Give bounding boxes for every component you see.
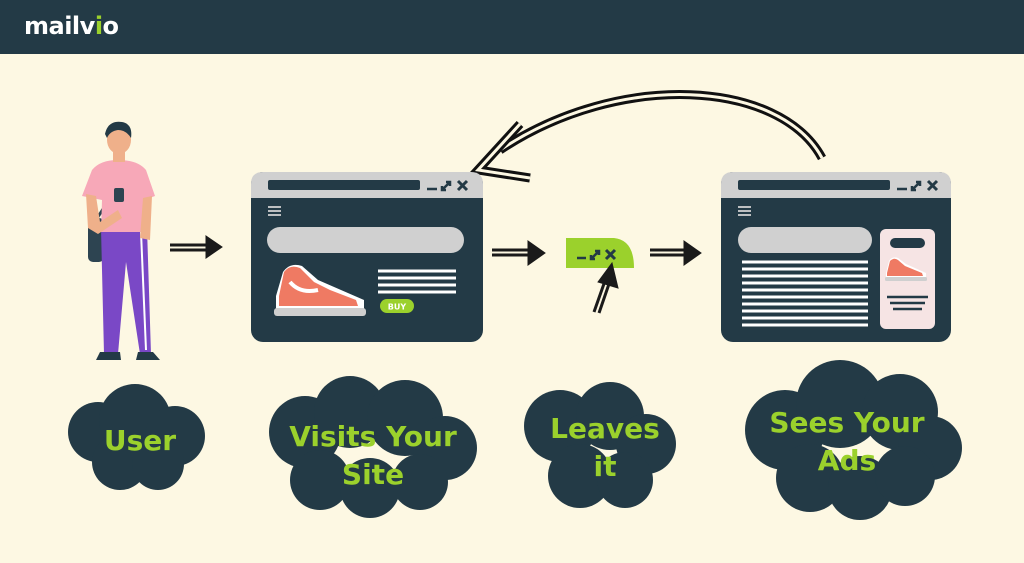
close-icon[interactable] <box>604 248 617 261</box>
buy-button-label: BUY <box>388 303 407 312</box>
curved-return-arrow-icon <box>469 90 826 183</box>
search-bar[interactable] <box>267 227 464 253</box>
shoe-icon <box>274 264 366 316</box>
cloud-visits-site <box>269 376 477 518</box>
cloud-leaves-it <box>524 382 676 508</box>
arrow-icon <box>492 240 546 266</box>
retargeting-ad-panel[interactable] <box>880 229 935 329</box>
hamburger-menu-icon[interactable] <box>268 206 281 216</box>
step-label-visits-site: Visits Your Site <box>289 420 457 491</box>
close-icon[interactable] <box>456 179 469 192</box>
person-icon <box>82 121 160 360</box>
header-bar: mailvio <box>0 0 1024 54</box>
maximize-icon[interactable] <box>910 180 922 192</box>
arrow-icon <box>170 235 223 259</box>
mailvio-logo[interactable]: mailvio <box>24 12 119 40</box>
leave-window-controls <box>566 238 634 268</box>
step-label-sees-ads: Sees Your Ads <box>769 406 925 477</box>
buy-button[interactable] <box>380 299 414 313</box>
cursor-icon <box>592 261 619 314</box>
arrow-icon <box>650 240 702 266</box>
step-label-user: User <box>103 424 177 457</box>
hamburger-menu-icon[interactable] <box>738 206 751 216</box>
shoe-icon <box>885 257 927 281</box>
cloud-user <box>68 384 205 490</box>
cloud-sees-ads <box>745 360 962 520</box>
step-label-leaves-it: Leaves it <box>550 412 660 483</box>
site-browser-window: BUY <box>251 172 483 342</box>
ads-browser-window <box>721 172 951 342</box>
maximize-icon[interactable] <box>440 180 452 192</box>
maximize-icon[interactable] <box>589 249 601 261</box>
search-bar[interactable] <box>738 227 872 253</box>
close-icon[interactable] <box>926 179 939 192</box>
